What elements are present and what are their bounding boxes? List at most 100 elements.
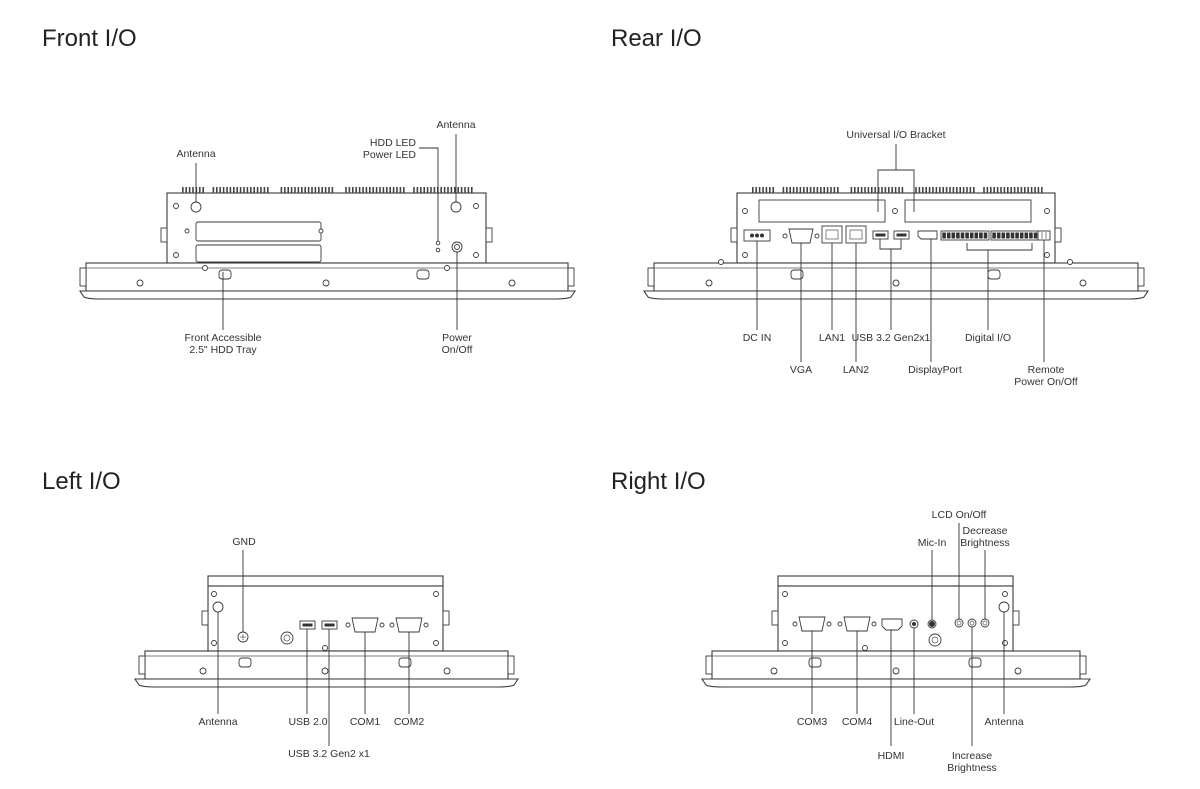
- heatsink-fin: [966, 187, 968, 193]
- right-decrease-button-inner: [982, 620, 988, 626]
- front-clip-left: [160, 227, 168, 243]
- rear-usb-tongue: [875, 233, 886, 237]
- rear-lan2-inner: [849, 229, 863, 240]
- heatsink-fin: [996, 187, 999, 193]
- label-power-button: Power: [442, 332, 472, 344]
- left-clip: [442, 610, 450, 626]
- leader-line: [966, 243, 1033, 251]
- rear-screw: [1044, 208, 1050, 214]
- heatsink-fin: [884, 187, 887, 193]
- label-increase: Increase: [952, 750, 992, 762]
- label-line-out: Line-Out: [894, 716, 934, 728]
- terminal-pin: [983, 232, 988, 239]
- heatsink-fin: [440, 187, 442, 193]
- heatsink-fin: [1020, 187, 1023, 193]
- label-dc-in: DC IN: [743, 332, 772, 344]
- left-leader-lines: [217, 550, 410, 746]
- front-io-title: Front I/O: [42, 25, 137, 52]
- heatsink-fin: [1041, 187, 1043, 193]
- heatsink-fin: [413, 187, 415, 193]
- right-decrease-button: [980, 618, 990, 628]
- heatsink-fin: [328, 187, 330, 193]
- heatsink-fin: [202, 187, 204, 193]
- front-hdd-tray-top: [195, 221, 322, 242]
- rear-lan1-inner: [825, 229, 839, 240]
- right-screw: [1002, 640, 1008, 646]
- heatsink-fin: [925, 187, 927, 193]
- heatsink-fin: [789, 187, 791, 193]
- front-leader-lines: [195, 134, 458, 330]
- label-antenna: Antenna: [198, 716, 237, 728]
- front-antenna-port-left: [190, 201, 202, 213]
- rear-bezel-tab: [1137, 267, 1145, 287]
- right-bezel-base: [700, 678, 1092, 688]
- heatsink-fin: [222, 187, 225, 193]
- heatsink-fin: [250, 187, 252, 193]
- right-screw: [782, 640, 788, 646]
- right-bezel-screw: [1014, 667, 1022, 675]
- terminal-pin: [1010, 232, 1015, 239]
- terminal-pin: [996, 232, 1001, 239]
- left-bezel-tab: [138, 655, 146, 675]
- heatsink-fin: [430, 187, 432, 193]
- left-screw: [211, 640, 217, 646]
- label-power-button: On/Off: [442, 344, 473, 356]
- heatsink-fin: [1000, 187, 1002, 193]
- heatsink-fin: [423, 187, 425, 193]
- front-screw: [318, 228, 324, 234]
- label-usb: USB 3.2 Gen2x1: [852, 332, 931, 344]
- heatsink-fin: [820, 187, 822, 193]
- heatsink-fin: [792, 187, 795, 193]
- label-usb20: USB 2.0: [288, 716, 327, 728]
- heatsink-fin: [1037, 187, 1040, 193]
- heatsink-fin: [1034, 187, 1036, 193]
- right-screw: [1002, 591, 1008, 597]
- rear-digital-io-block: [940, 230, 1040, 241]
- rear-vga-screw: [782, 233, 788, 239]
- heatsink-fin: [294, 187, 296, 193]
- front-screw: [473, 252, 479, 258]
- rear-dc-in-pin: [760, 233, 764, 238]
- heatsink-fin: [864, 187, 866, 193]
- heatsink-fin: [826, 187, 829, 193]
- left-usb20-tongue: [302, 623, 313, 627]
- right-clip: [771, 610, 779, 626]
- heatsink-fin: [375, 187, 378, 193]
- heatsink-fin: [983, 187, 985, 193]
- heatsink-fin: [952, 187, 955, 193]
- right-antenna-port: [998, 601, 1010, 613]
- heatsink-fin: [396, 187, 398, 193]
- terminal-pin: [951, 232, 956, 239]
- label-hdd-led: HDD LED: [370, 137, 417, 149]
- terminal-pin: [1024, 232, 1029, 239]
- heatsink-fin: [786, 187, 788, 193]
- heatsink-fin: [355, 187, 357, 193]
- heatsink-fin: [816, 187, 819, 193]
- heatsink-fin: [460, 187, 463, 193]
- right-increase-button: [967, 618, 977, 628]
- heatsink-fin: [959, 187, 961, 193]
- heatsink-fin: [239, 187, 242, 193]
- heatsink-fin: [263, 187, 266, 193]
- heatsink-fin: [891, 187, 893, 193]
- right-hdmi-port: [881, 618, 903, 631]
- heatsink-fin: [331, 187, 334, 193]
- heatsink-fin: [803, 187, 805, 193]
- right-vent-grille-inner: [931, 636, 939, 644]
- rear-heatsink-fins: [752, 187, 1043, 193]
- rear-vga-screw: [814, 233, 820, 239]
- heatsink-fin: [185, 187, 187, 193]
- left-bezel-screw: [199, 667, 207, 675]
- front-bezel-screw: [136, 279, 144, 287]
- front-bezel-slot: [218, 269, 232, 280]
- rear-clip-left: [730, 227, 738, 243]
- label-decrease: Decrease: [963, 525, 1008, 537]
- heatsink-fin: [833, 187, 836, 193]
- right-screw: [782, 591, 788, 597]
- rear-screw: [892, 208, 898, 214]
- label-mic-in: Mic-In: [918, 537, 947, 549]
- terminal-pin: [960, 232, 965, 239]
- heatsink-fin: [246, 187, 249, 193]
- front-antenna-port-right: [450, 201, 462, 213]
